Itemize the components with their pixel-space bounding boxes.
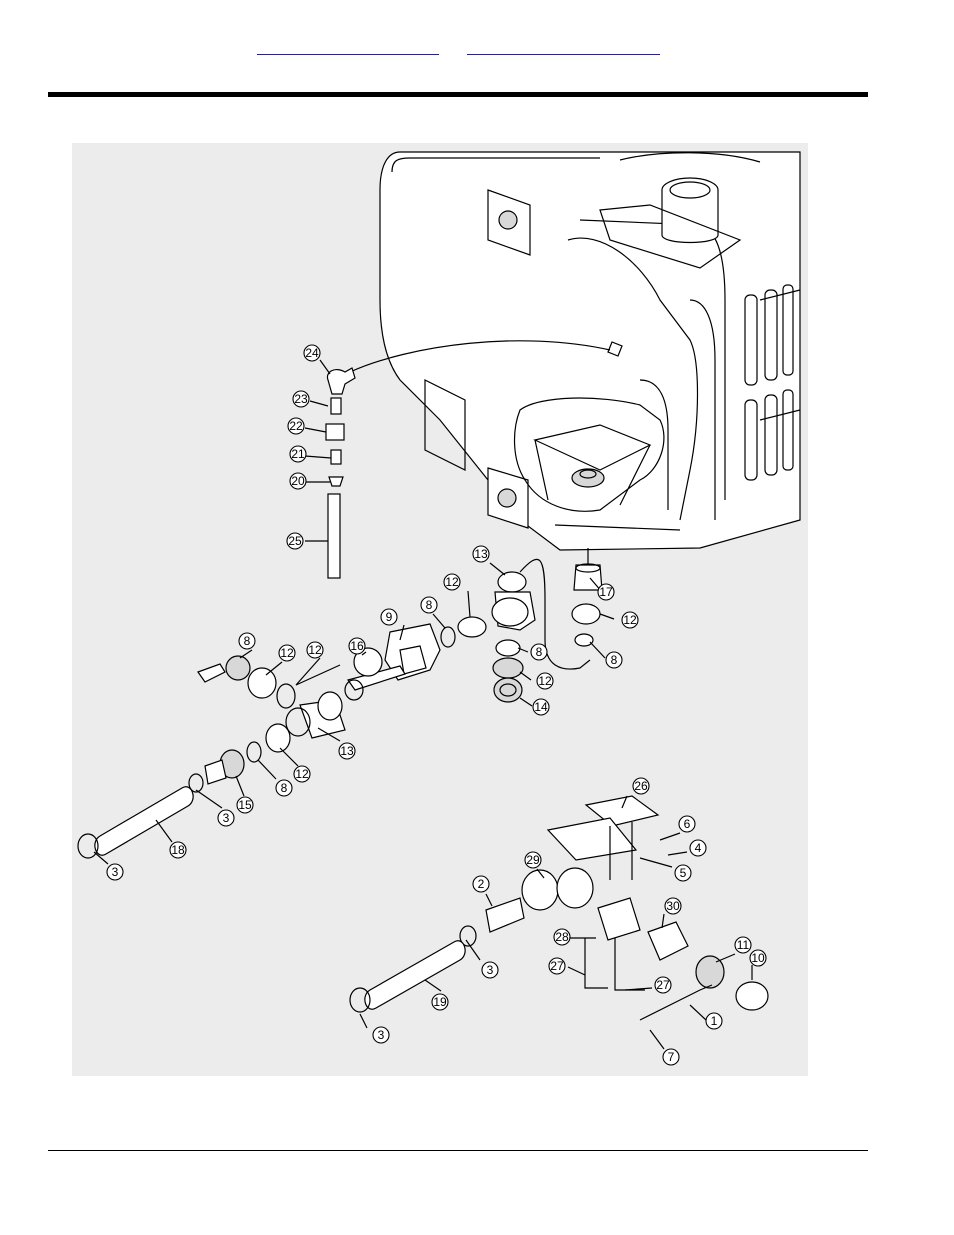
callout-8: 8 [421,597,437,613]
callout-number: 21 [291,447,305,461]
callout-8: 8 [531,644,547,660]
plumbing-assembly [78,548,602,858]
callout-number: 12 [280,646,294,660]
callout-13: 13 [339,743,355,759]
callout-number: 16 [350,639,364,653]
callout-number: 13 [474,547,488,561]
callout-10: 10 [750,950,766,966]
callout-number: 25 [288,534,302,548]
valve-bracket-assembly [350,796,768,1020]
callout-5: 5 [675,865,691,881]
callout-number: 12 [295,767,309,781]
callout-number: 9 [386,610,393,624]
callout-number: 24 [305,346,319,360]
callout-12: 12 [294,766,310,782]
callout-3: 3 [482,962,498,978]
callout-27: 27 [655,977,671,993]
callout-23: 23 [293,391,309,407]
callout-3: 3 [218,810,234,826]
callout-number: 28 [555,930,569,944]
callout-27: 27 [549,958,565,974]
callout-12: 12 [622,612,638,628]
callout-number: 3 [378,1028,385,1042]
callout-number: 12 [538,674,552,688]
callout-21: 21 [290,446,306,462]
callout-number: 12 [445,575,459,589]
callout-8: 8 [276,780,292,796]
callout-number: 7 [668,1050,675,1064]
callout-number: 20 [291,474,305,488]
callout-30: 30 [665,898,681,914]
callout-19: 19 [432,994,448,1010]
callout-7: 7 [663,1049,679,1065]
callout-number: 27 [656,978,670,992]
callout-6: 6 [679,816,695,832]
callout-number: 2 [478,877,485,891]
callout-4: 4 [690,840,706,856]
callout-number: 19 [433,995,447,1009]
callout-12: 12 [307,642,323,658]
callout-number: 3 [223,811,230,825]
callout-15: 15 [237,797,253,813]
callout-number: 23 [294,392,308,406]
callout-25: 25 [287,533,303,549]
callout-number: 1 [711,1014,718,1028]
callout-3: 3 [373,1027,389,1043]
callout-12: 12 [279,645,295,661]
callout-number: 3 [112,865,119,879]
callout-number: 11 [737,938,750,952]
callout-number: 8 [611,653,618,667]
callout-13: 13 [473,546,489,562]
callout-16: 16 [349,638,365,654]
callout-number: 5 [680,866,687,880]
callout-28: 28 [554,929,570,945]
callout-number: 8 [536,645,543,659]
callout-number: 26 [634,779,648,793]
callout-20: 20 [290,473,306,489]
callout-18: 18 [170,842,186,858]
callout-number: 4 [695,841,702,855]
callout-number: 29 [526,853,540,867]
callout-24: 24 [304,345,320,361]
callout-number: 22 [289,419,303,433]
callout-number: 8 [281,781,288,795]
callout-number: 6 [684,817,691,831]
callout-number: 8 [426,598,433,612]
callout-12: 12 [444,574,460,590]
callout-22: 22 [288,418,304,434]
callout-11: 11 [735,937,751,953]
callout-2: 2 [473,876,489,892]
footer-rule [48,1150,868,1151]
callout-number: 3 [487,963,494,977]
callout-number: 12 [623,613,637,627]
callout-8: 8 [239,633,255,649]
tank-illustration [380,152,800,550]
callout-number: 13 [340,744,354,758]
callout-number: 18 [171,843,185,857]
callout-number: 10 [751,951,765,965]
callout-number: 27 [550,959,564,973]
callout-number: 30 [666,899,680,913]
callout-12: 12 [537,673,553,689]
callout-number: 14 [534,700,548,714]
callout-29: 29 [525,852,541,868]
callout-8: 8 [606,652,622,668]
callout-number: 15 [238,798,252,812]
callout-14: 14 [533,699,549,715]
callout-number: 17 [599,585,613,599]
callout-9: 9 [381,609,397,625]
callout-number: 8 [244,634,251,648]
callout-17: 17 [598,584,614,600]
callout-26: 26 [633,778,649,794]
callout-number: 12 [308,643,322,657]
callout-1: 1 [706,1013,722,1029]
callout-3: 3 [107,864,123,880]
